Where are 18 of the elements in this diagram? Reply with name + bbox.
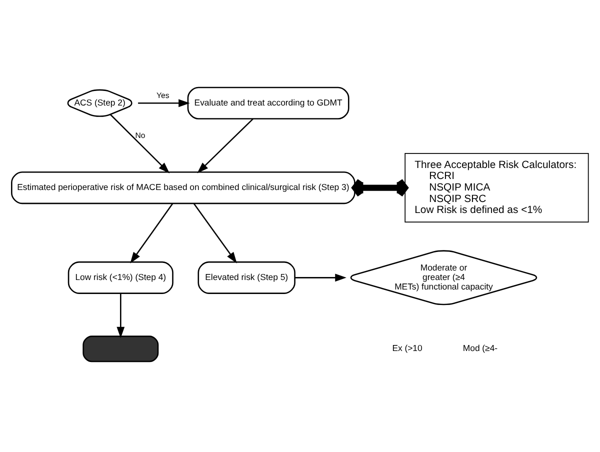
arrow	[193, 203, 237, 264]
node-box: Evaluate and treat according to GDMT	[187, 86, 350, 120]
node-box: Elevated risk (Step 5)	[198, 261, 296, 294]
edge-label: No	[135, 131, 146, 140]
label: Ex (>10	[392, 343, 422, 354]
label: Mod (≥4-	[462, 343, 498, 354]
edge-label: Yes	[156, 91, 170, 100]
node-box: Three Acceptable Risk Calculators: RCRI NSQIP MICA NSQIP SRC Low Risk is defined as <1%	[404, 153, 589, 223]
arrow	[197, 118, 254, 174]
node-box: Low risk (<1%) (Step 4)	[68, 261, 174, 294]
arrow	[116, 294, 125, 338]
arrow	[110, 114, 170, 174]
node-box: Estimated perioperative risk of MACE based on combined clinical/surgical risk (Step 3)	[11, 172, 356, 204]
arrow	[295, 274, 346, 282]
arrow	[130, 203, 174, 264]
node-box	[82, 336, 159, 362]
arrow	[138, 99, 190, 108]
arrow	[352, 178, 408, 198]
